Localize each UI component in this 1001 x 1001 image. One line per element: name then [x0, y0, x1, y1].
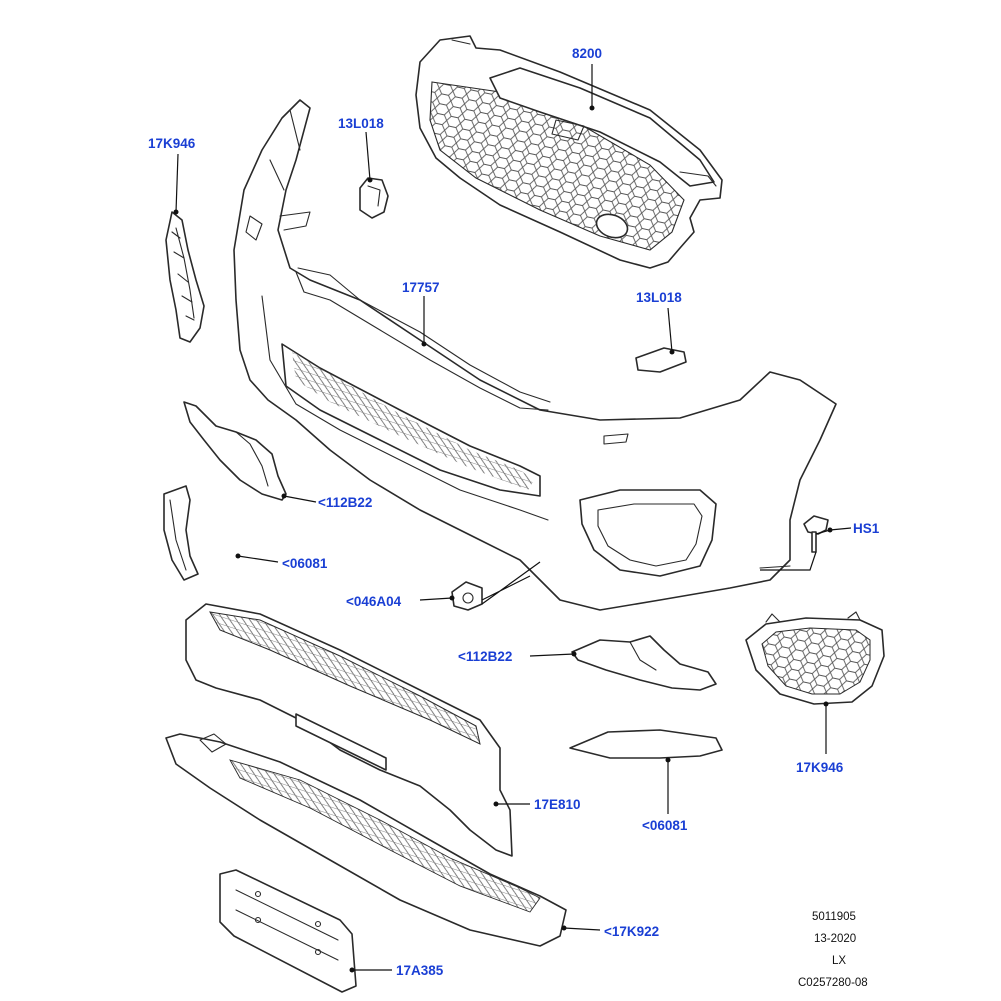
callout-17E810[interactable]: 17E810	[534, 797, 581, 812]
right-fog-grille-part	[745, 611, 885, 705]
callout-112B22-right[interactable]: <112B22	[458, 649, 512, 664]
upper-grille-part	[415, 35, 723, 269]
callout-17K922[interactable]: <17K922	[604, 924, 659, 939]
bracket-112B22-left-part	[183, 401, 287, 501]
callout-13L018-right[interactable]: 13L018	[636, 290, 682, 305]
callout-8200[interactable]: 8200	[572, 46, 602, 61]
callout-06081-left[interactable]: <06081	[282, 556, 328, 571]
bracket-112B22-right-part	[571, 635, 717, 691]
callout-17K946-left[interactable]: 17K946	[148, 136, 196, 151]
reference-number: 5011905	[812, 911, 856, 923]
scuff-plate-left-part	[163, 485, 199, 581]
bracket-13L018-upper-part	[359, 177, 389, 219]
callout-112B22-left[interactable]: <112B22	[318, 495, 372, 510]
reference-model: LX	[832, 955, 846, 967]
callout-13L018-upper[interactable]: 13L018	[338, 116, 384, 131]
bracket-13L018-right-part	[635, 347, 687, 373]
callout-17A385[interactable]: 17A385	[396, 963, 444, 978]
license-plate-bracket-part	[219, 869, 357, 993]
callout-06081-right[interactable]: <06081	[642, 818, 688, 833]
left-side-vent-part	[165, 211, 205, 343]
callout-17K946-right[interactable]: 17K946	[796, 760, 844, 775]
reference-block: 5011905 13-2020 LX C0257280-08	[798, 911, 868, 989]
reference-date: 13-2020	[814, 933, 856, 945]
leader-lines	[173, 64, 852, 973]
reference-drawing: C0257280-08	[798, 977, 868, 989]
bumper-cover-part	[233, 99, 837, 611]
callout-046A04[interactable]: <046A04	[346, 594, 402, 609]
sensor-part	[451, 581, 483, 611]
callout-labels: 8200 13L018 17K946 17757 13L018 <112B22 …	[148, 46, 880, 978]
scuff-plate-right-part	[569, 729, 723, 759]
lower-spoiler-part	[165, 733, 567, 947]
lower-grille-part	[185, 603, 513, 857]
callout-HS1[interactable]: HS1	[853, 521, 880, 536]
callout-17757[interactable]: 17757	[402, 280, 440, 295]
